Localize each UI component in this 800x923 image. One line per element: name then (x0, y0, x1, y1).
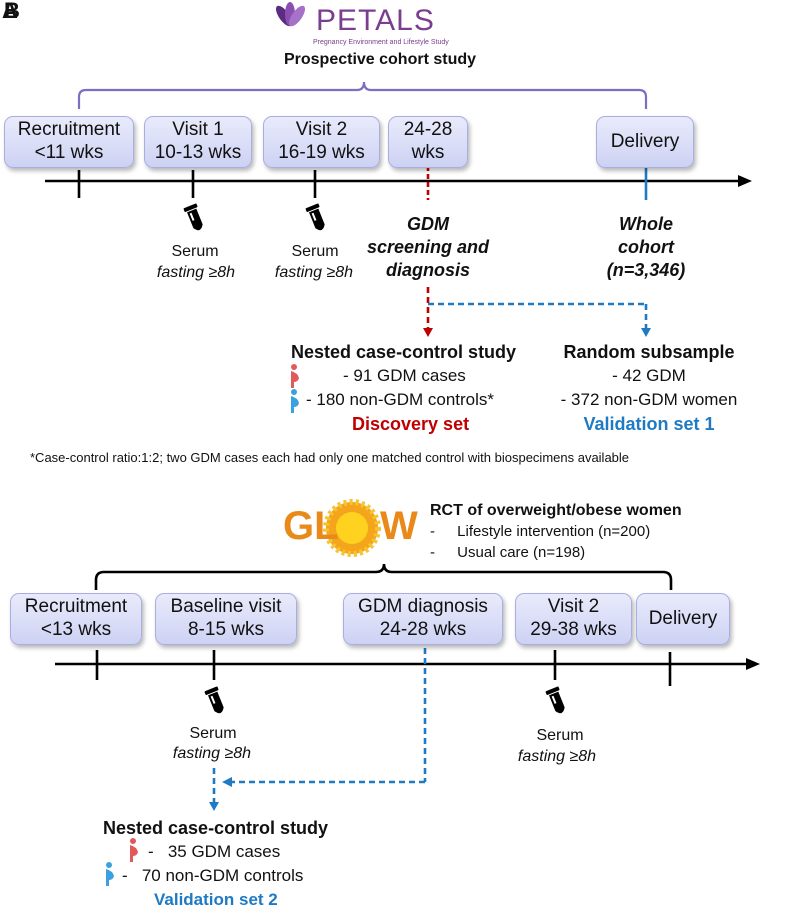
subsample-title: Random subsample (563, 342, 735, 362)
box-line2: <11 wks (34, 142, 104, 163)
box-line2: 24-28 wks (379, 619, 467, 640)
box-line1: Baseline visit (170, 596, 282, 618)
petals-bracket (77, 81, 648, 109)
glow-bracket (94, 563, 673, 590)
panel-label-a: A (2, 0, 18, 23)
box-line1: Visit 2 (547, 596, 600, 618)
glow-logo-text-right: W (380, 504, 418, 548)
serum-label: Serum (171, 243, 219, 260)
box-line1: Visit 2 (295, 119, 348, 141)
box-line1: Recruitment (17, 119, 121, 141)
petals-box-recruitment: Recruitment <11 wks (4, 116, 134, 168)
serum-label: Serum (536, 727, 584, 744)
petals-timeline-axis (45, 166, 752, 200)
box-line1: Delivery (648, 607, 718, 629)
test-tube-icon (305, 203, 325, 231)
fasting-label: fasting ≥8h (274, 264, 354, 281)
footnote: *Case-control ratio:1:2; two GDM cases e… (30, 450, 630, 465)
petals-study-type: Prospective cohort study (283, 51, 477, 68)
gdm-screening-line2: screening and (366, 237, 490, 257)
glow-box-delivery: Delivery (636, 593, 730, 645)
box-line2: <13 wks (40, 619, 112, 640)
pregnant-woman-icon-red (130, 838, 138, 862)
test-tube-icon (204, 686, 224, 714)
box-line1: Delivery (610, 130, 680, 152)
box-line1: Visit 1 (172, 119, 224, 141)
box-line1: GDM diagnosis (358, 596, 488, 618)
gdm-screening-line3: diagnosis (385, 260, 470, 280)
box-line1: Recruitment (24, 596, 128, 618)
serum-label: Serum (291, 243, 339, 260)
glow-box-visit2: Visit 2 29-38 wks (515, 593, 632, 645)
test-tube-icon (183, 203, 203, 231)
pregnant-woman-icon-blue (106, 862, 114, 886)
test-tube-icon (545, 686, 565, 714)
gdm-screening-line1: GDM (407, 214, 449, 234)
glow-box-gdm-diagnosis: GDM diagnosis 24-28 wks (343, 593, 503, 645)
rct-title: RCT of overweight/obese women (430, 502, 682, 519)
petals-box-visit2: Visit 2 16-19 wks (263, 116, 380, 168)
pregnant-woman-icon-blue (291, 389, 299, 413)
glow-flow-arrows (209, 648, 427, 811)
petals-box-visit1: Visit 1 10-13 wks (144, 116, 252, 168)
rct-arm-bullet: - (430, 523, 435, 540)
petals-box-24-28: 24-28 wks (388, 116, 468, 168)
petals-nested-title: Nested case-control study (291, 342, 517, 362)
glow-nested-title: Nested case-control study (103, 818, 329, 838)
glow-box-recruitment: Recruitment <13 wks (10, 593, 142, 645)
rct-arm-2: - Usual care (n=198) (430, 544, 585, 561)
box-line2: 29-38 wks (530, 619, 617, 640)
fasting-label: fasting ≥8h (517, 748, 597, 765)
box-line2: wks (411, 142, 445, 163)
rct-arm-text: Usual care (n=198) (457, 544, 586, 561)
petals-logo-text: PETALS (316, 4, 435, 37)
glow-box-baseline: Baseline visit 8-15 wks (155, 593, 297, 645)
serum-label: Serum (189, 725, 237, 742)
glow-nested-controls: - 70 non-GDM controls (122, 866, 304, 885)
petals-flow-arrows (423, 287, 651, 337)
glow-nested-cases: - 35 GDM cases (148, 842, 281, 861)
gdm-screening-label: GDM screening and diagnosis (346, 213, 510, 282)
box-line2: 16-19 wks (278, 142, 365, 163)
petals-nested-cases: - 91 GDM cases (343, 366, 466, 385)
panel-label-b: B (4, 0, 20, 23)
subsample-non-gdm: - 372 non-GDM women (560, 390, 738, 409)
glow-timeline-axis (55, 650, 760, 686)
whole-cohort-line2: cohort (618, 237, 674, 257)
whole-cohort-label: Whole cohort (n=3,346) (584, 213, 708, 282)
rct-arm-1: - Lifestyle intervention (n=200) (430, 523, 650, 540)
petals-flower-icon (275, 2, 306, 27)
whole-cohort-line1: Whole (619, 214, 673, 234)
validation-set-1-label: Validation set 1 (583, 414, 715, 434)
discovery-set-label: Discovery set (352, 414, 470, 434)
fasting-label: fasting ≥8h (172, 745, 252, 762)
whole-cohort-line3: (n=3,346) (606, 260, 686, 280)
validation-set-2-label: Validation set 2 (154, 890, 278, 909)
subsample-gdm: - 42 GDM (612, 366, 686, 385)
box-line2: 8-15 wks (187, 619, 265, 640)
glow-logo-text-left: GL (283, 504, 339, 548)
rct-arm-bullet: - (430, 544, 435, 561)
glow-sun-icon (323, 499, 381, 557)
pregnant-woman-icon-red (291, 364, 299, 388)
petals-nested-controls: - 180 non-GDM controls* (306, 390, 495, 409)
petals-box-delivery: Delivery (596, 116, 694, 168)
fasting-label: fasting ≥8h (156, 264, 236, 281)
rct-arm-text: Lifestyle intervention (n=200) (457, 523, 651, 540)
box-line1: 24-28 (403, 119, 453, 141)
petals-logo-subtitle: Pregnancy Environment and Lifestyle Stud… (313, 39, 449, 46)
box-line2: 10-13 wks (154, 142, 242, 163)
